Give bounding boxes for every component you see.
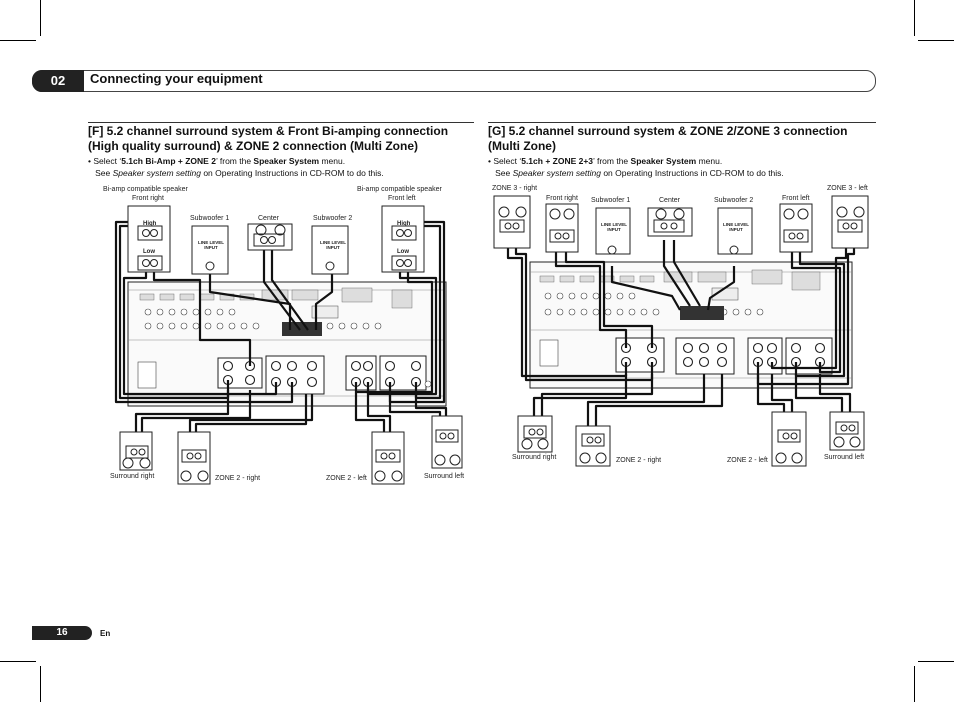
label-subwoofer-2: Subwoofer 2 xyxy=(714,197,754,204)
crop-mark xyxy=(914,0,915,36)
label-bi-amp-left: Bi-amp compatible speaker xyxy=(357,186,442,193)
label-high-right: High xyxy=(143,221,157,227)
label-front-left: Front left xyxy=(388,195,416,202)
label-zone2-left: ZONE 2 - left xyxy=(727,457,768,464)
crop-mark xyxy=(918,661,954,662)
label-center: Center xyxy=(659,197,681,204)
label-subwoofer-2: Subwoofer 2 xyxy=(313,215,353,222)
label-front-right: Front right xyxy=(546,195,578,202)
label-surround-right: Surround right xyxy=(110,473,155,480)
label-low-left: Low xyxy=(397,249,409,255)
section-rule xyxy=(488,122,876,123)
label-zone2-right: ZONE 2 - right xyxy=(616,457,662,464)
crop-mark xyxy=(40,666,41,702)
crop-mark xyxy=(0,661,36,662)
label-front-left: Front left xyxy=(782,195,810,202)
label-subwoofer-1: Subwoofer 1 xyxy=(591,197,631,204)
label-surround-right: Surround right xyxy=(512,454,557,461)
crop-mark xyxy=(918,40,954,41)
page-language: En xyxy=(100,629,111,638)
label-zone2-left: ZONE 2 - left xyxy=(326,475,367,482)
label-front-right: Front right xyxy=(132,195,164,202)
instruction-bullet: • Select ‘5.1ch Bi-Amp + ZONE 2’ from th… xyxy=(88,156,384,178)
speaker-front-right xyxy=(545,203,579,253)
label-zone3-right: ZONE 3 - right xyxy=(492,185,538,192)
section-title-f: [F] 5.2 channel surround system & Front … xyxy=(88,124,449,153)
label-high-left: High xyxy=(397,221,411,227)
crop-mark xyxy=(914,666,915,702)
section-title-g: [G] 5.2 channel surround system & ZONE 2… xyxy=(488,124,848,153)
chapter-title: Connecting your equipment xyxy=(90,71,263,86)
label-subwoofer-1: Subwoofer 1 xyxy=(190,215,230,222)
label-center: Center xyxy=(258,215,280,222)
instruction-bullet: • Select ‘5.1ch + ZONE 2+3’ from the Spe… xyxy=(488,156,784,178)
crop-mark xyxy=(40,0,41,36)
label-zone2-right: ZONE 2 - right xyxy=(215,475,261,482)
label-low-right: Low xyxy=(143,249,155,255)
label-surround-left: Surround left xyxy=(824,454,865,461)
chapter-number: 02 xyxy=(32,70,84,92)
section-rule xyxy=(88,122,474,123)
label-surround-left: Surround left xyxy=(424,473,465,480)
label-bi-amp-right: Bi-amp compatible speaker xyxy=(103,186,188,193)
speaker-front-left xyxy=(779,203,813,253)
crop-mark xyxy=(0,40,36,41)
page-number: 16 xyxy=(32,626,92,640)
label-zone3-left: ZONE 3 - left xyxy=(827,185,868,192)
